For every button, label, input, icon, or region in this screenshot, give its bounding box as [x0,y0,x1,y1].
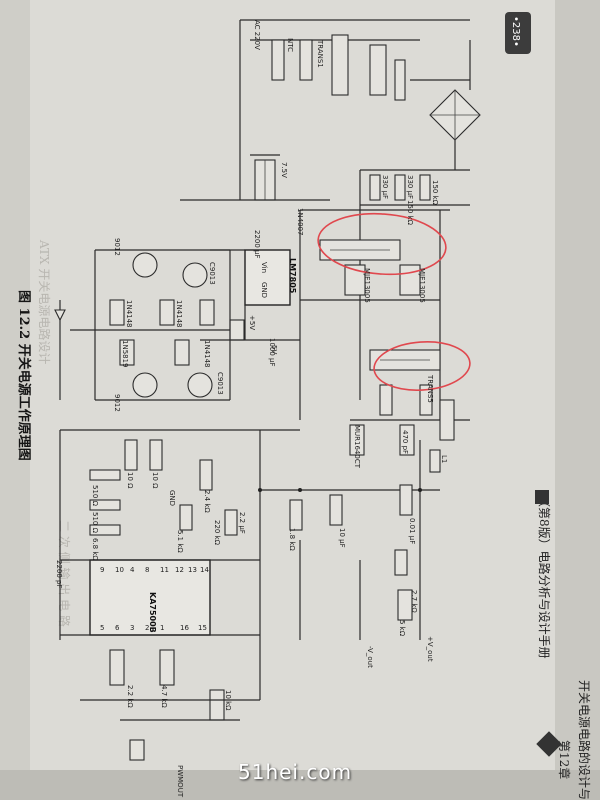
svg-text:Vin: Vin [260,262,268,273]
svg-text:9012: 9012 [113,394,121,412]
svg-text:0.01 μF: 0.01 μF [408,518,416,544]
svg-text:2: 2 [145,624,149,632]
svg-text:10: 10 [115,566,124,574]
svg-text:10 μF: 10 μF [338,528,346,548]
chapter-header: （第8版）电路分析与设计手册 [537,495,552,659]
svg-text:GND: GND [260,282,268,298]
svg-text:14: 14 [200,566,209,574]
ic-bottom-pins: 5 6 3 2 1 16 15 [100,624,207,632]
svg-text:5: 5 [100,624,104,632]
svg-text:MJE13005: MJE13005 [363,268,371,303]
svg-text:5V: 5V [270,345,278,354]
svg-text:MUR1640CT: MUR1640CT [353,425,361,469]
lm7805-chip [244,249,291,306]
svg-text:510 Ω: 510 Ω [91,512,99,534]
svg-text:220 kΩ: 220 kΩ [213,520,221,546]
svg-text:2.4 kΩ: 2.4 kΩ [203,490,211,513]
svg-text:1.8 kΩ: 1.8 kΩ [288,528,296,551]
svg-text:2.2 μF: 2.2 μF [238,512,246,534]
pwm-controller: KA7500B 9 10 4 8 11 12 13 14 5 6 3 2 1 1… [59,429,300,798]
svg-text:4.7 kΩ: 4.7 kΩ [160,685,168,708]
svg-text:LM7805: LM7805 [288,258,297,294]
svg-text:7.5V: 7.5V [280,162,288,178]
bullet-diamond [536,731,562,757]
svg-text:11: 11 [160,566,169,574]
svg-text:6: 6 [115,624,120,632]
svg-text:1000 μF: 1000 μF [268,338,276,367]
figure-caption: 图 12.2 开关电源工作原理图 [16,290,32,461]
svg-text:10 kΩ: 10 kΩ [224,690,232,711]
aux-transformer [180,154,330,201]
svg-text:+V_out: +V_out [426,636,434,662]
svg-text:KA7500B: KA7500B [148,592,157,633]
component-labels: AC 220V NTC TRANS1 7.5V TRANS5 MJE13005 … [55,20,448,711]
svg-text:10 Ω: 10 Ω [151,472,159,489]
regulator-block: LM7805 Vin GND +5V 5V [200,249,300,354]
svg-text:GND: GND [168,490,176,506]
svg-text:9: 9 [100,566,104,574]
bullet-square [535,490,549,504]
svg-text:二 次 侧 输 出 电 路: 二 次 侧 输 出 电 路 [57,520,72,627]
svg-text:16: 16 [180,624,189,632]
svg-text:150 kΩ: 150 kΩ [406,200,414,226]
chapter-title: 开关电源电路的设计与实例 [577,680,592,800]
svg-text:10 Ω: 10 Ω [126,472,134,489]
watermark: 51hei.com [238,760,353,784]
svg-text:1N4148: 1N4148 [175,300,183,328]
svg-text:12: 12 [175,566,184,574]
driver-stage [54,249,231,401]
svg-text:L1: L1 [440,455,448,463]
svg-text:NTC: NTC [286,38,294,52]
svg-text:5 kΩ: 5 kΩ [398,620,406,637]
svg-text:3: 3 [130,624,134,632]
svg-text:2200 μF: 2200 μF [253,230,261,259]
svg-text:AC 220V: AC 220V [253,20,261,50]
svg-text:ATX 开关电源电路设计: ATX 开关电源电路设计 [37,239,52,364]
svg-text:2.7 kΩ: 2.7 kΩ [410,590,418,613]
svg-text:150 kΩ: 150 kΩ [431,180,439,206]
input-section [239,19,481,400]
red-circle-mark-2 [373,341,471,391]
svg-text:330 μF: 330 μF [381,175,389,199]
primary-switch [299,209,470,473]
svg-text:4: 4 [130,566,135,574]
svg-text:6.8 kΩ: 6.8 kΩ [91,538,99,561]
svg-text:+5V: +5V [248,315,256,330]
svg-text:15: 15 [198,624,207,632]
svg-text:C9013: C9013 [208,262,216,285]
svg-text:2.2 kΩ: 2.2 kΩ [126,685,134,708]
svg-text:9012: 9012 [113,238,121,256]
ic-top-pins: 9 10 4 8 11 12 13 14 [100,566,209,574]
svg-text:330 μF: 330 μF [406,175,414,199]
red-circle-mark [317,212,447,276]
svg-text:1N4148: 1N4148 [203,340,211,368]
feedback-section: +V_out -V_out [258,440,440,668]
svg-text:C9013: C9013 [216,372,224,395]
svg-text:1N5819: 1N5819 [121,340,129,368]
svg-text:TRANS1: TRANS1 [316,39,324,68]
svg-text:13: 13 [188,566,197,574]
svg-text:-V_out: -V_out [366,646,374,668]
svg-text:8: 8 [145,566,149,574]
svg-text:2200 pF: 2200 pF [55,560,63,589]
svg-text:1: 1 [160,624,164,632]
page-number-tab: •238• [505,12,531,54]
svg-text:510 Ω: 510 Ω [91,485,99,507]
svg-text:MJE13005: MJE13005 [418,268,426,303]
svg-text:PWMOUT: PWMOUT [176,765,184,798]
svg-text:•238•: •238• [510,16,521,47]
svg-text:1N4148: 1N4148 [125,300,133,328]
svg-text:TRANS5: TRANS5 [426,374,434,403]
svg-text:470 pF: 470 pF [401,430,409,454]
svg-text:5.1 kΩ: 5.1 kΩ [176,530,184,553]
svg-text:1N4007: 1N4007 [296,208,304,236]
chapter-number: 第12章 [557,740,572,779]
